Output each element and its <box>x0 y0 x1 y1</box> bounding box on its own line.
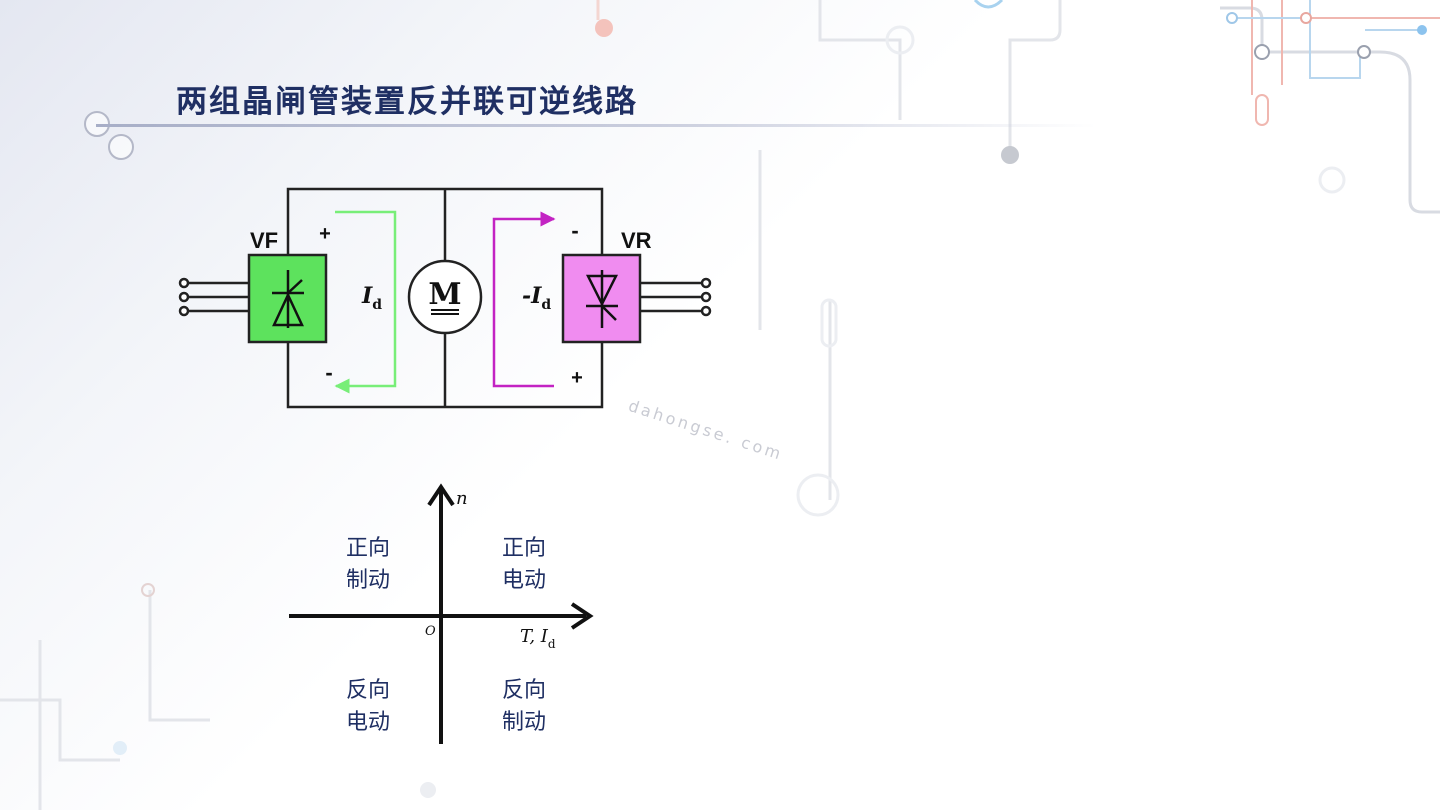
title-underline <box>96 124 1096 127</box>
reversible-circuit-diagram: M VF VR + - - + Id -Id <box>178 187 712 409</box>
chart-axes <box>289 483 594 744</box>
forward-current-arrow <box>334 210 397 394</box>
quadrant-bottom-left: 反向电动 <box>346 678 390 735</box>
quadrant-top-right: 正向电动 <box>502 536 546 593</box>
slide-title: 两组晶闸管装置反并联可逆线路 <box>176 84 638 120</box>
motor-circle <box>407 259 483 335</box>
motor-label: M <box>428 277 461 312</box>
reverse-current-label: -Id <box>522 283 551 313</box>
vr-ac-input-lines <box>640 277 712 317</box>
title-ring-decoration <box>108 134 134 160</box>
vf-label: VF <box>250 228 278 253</box>
quadrant-top-left: 正向制动 <box>346 536 390 593</box>
origin-label: O <box>425 624 436 639</box>
reverse-current-arrow <box>492 211 556 388</box>
x-axis-label: T, Id <box>520 626 556 651</box>
vr-negative-sign: - <box>571 218 578 243</box>
quadrant-bottom-right: 反向制动 <box>502 678 546 735</box>
vr-thyristor-icon <box>585 270 619 328</box>
vf-negative-sign: - <box>325 360 332 385</box>
vr-label: VR <box>621 228 652 253</box>
vr-positive-sign: + <box>571 367 583 389</box>
y-axis-label: n <box>456 488 468 509</box>
four-quadrant-chart: n O T, Id 正向制动 正向电动 反向电动 反向制动 <box>289 483 594 744</box>
forward-current-label: Id <box>361 283 382 313</box>
motor-symbol-underline <box>431 309 459 315</box>
vf-thyristor-icon <box>272 270 304 328</box>
vf-ac-input-lines <box>178 277 250 317</box>
vf-positive-sign: + <box>319 223 331 245</box>
